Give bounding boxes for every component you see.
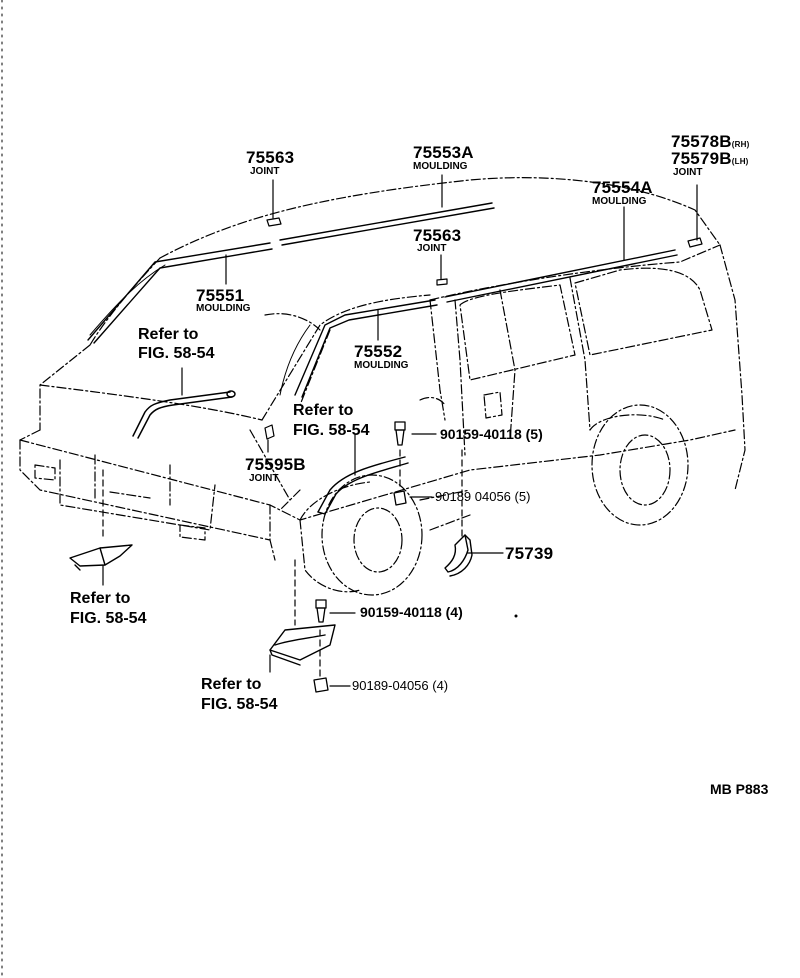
part-75563-mid-number: 75563: [413, 226, 462, 245]
figure-code: MB P883: [710, 781, 769, 797]
part-75563-top-number: 75563: [246, 148, 295, 167]
joint-parts: [264, 217, 703, 440]
part-90159-lower: 90159-40118 (4): [360, 604, 463, 620]
part-75578b-desc: JOINT: [673, 167, 703, 178]
part-75563-mid-desc: JOINT: [417, 243, 447, 254]
part-75579b-number: 75579B(LH): [671, 149, 749, 168]
window-frames: [89, 264, 311, 396]
part-75595b-number: 75595B: [245, 455, 306, 474]
refer-to-front-line1: Refer to: [70, 590, 131, 607]
part-90189-lower: 90189-04056 (4): [352, 678, 449, 693]
refer-to-fender-line2: FIG. 58-54: [293, 422, 370, 439]
part-75739-number: 75739: [505, 544, 554, 563]
refer-to-lower-line2: FIG. 58-54: [201, 696, 278, 713]
stray-dot: [514, 614, 518, 618]
refer-to-hood-line1: Refer to: [138, 326, 199, 343]
part-75552-desc: MOULDING: [354, 360, 409, 371]
clip-screws: [315, 421, 406, 623]
part-75595b-desc: JOINT: [249, 473, 279, 484]
roof-mouldings: [87, 202, 678, 398]
nut-parts: [313, 490, 407, 693]
mudflap-75739: [444, 534, 473, 577]
part-75554a-number: 75554A: [592, 178, 653, 197]
splash-guard-lower: [269, 624, 336, 666]
part-75578b-number: 75578B(RH): [671, 132, 750, 151]
fender-moulding: [317, 456, 409, 515]
part-75553a-desc: MOULDING: [413, 161, 468, 172]
refer-to-front-line2: FIG. 58-54: [70, 610, 147, 627]
dashed-guides: [102, 449, 463, 681]
part-75552-number: 75552: [354, 342, 403, 361]
refer-to-fender-line1: Refer to: [293, 402, 354, 419]
part-75551-desc: MOULDING: [196, 303, 251, 314]
part-75551-number: 75551: [196, 286, 245, 305]
part-75553a-number: 75553A: [413, 143, 474, 162]
part-75554a-desc: MOULDING: [592, 196, 647, 207]
part-90159-upper: 90159-40118 (5): [440, 426, 543, 442]
hood-strip: [132, 390, 236, 439]
splash-guard-front: [69, 544, 133, 571]
refer-to-hood-line2: FIG. 58-54: [138, 345, 215, 362]
part-75563-top-desc: JOINT: [250, 166, 280, 177]
refer-to-lower-line1: Refer to: [201, 676, 262, 693]
van-body-outline: [19, 177, 746, 596]
leader-lines: [102, 174, 698, 687]
part-90189-upper: 90189 04056 (5): [435, 489, 531, 504]
